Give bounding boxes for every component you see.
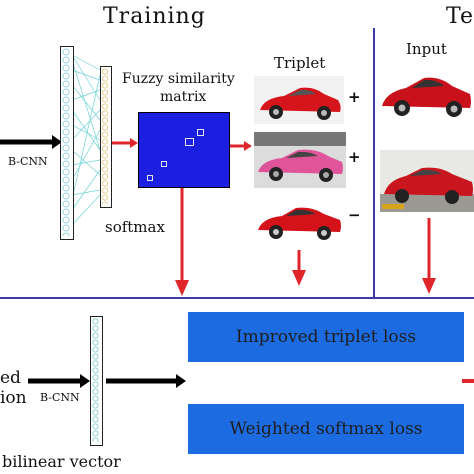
improved-triplet-loss-label: Improved triplet loss — [235, 327, 417, 347]
matrix-cell — [161, 161, 167, 167]
negative-sign: − — [348, 206, 361, 224]
testing-title: Te — [446, 4, 474, 29]
fuzzy-label-line2: matrix — [160, 89, 207, 105]
softmax-label: softmax — [105, 218, 165, 236]
left-partial-label-2: ion — [0, 388, 27, 408]
test-input-car-image-1 — [378, 66, 474, 126]
positive-sign-2: + — [348, 148, 361, 166]
bilinear-vector-neurons — [91, 318, 100, 442]
training-title: Training — [103, 4, 206, 29]
input-layer-neurons — [61, 48, 71, 236]
matrix-cell — [197, 129, 204, 136]
hidden-layer-neurons — [101, 68, 109, 204]
fc-connections — [71, 54, 101, 226]
test-input-car-image-2 — [380, 150, 474, 212]
triplet-anchor-car-image — [254, 76, 344, 124]
fuzzy-label-line1: Fuzzy similarity — [122, 71, 235, 87]
fuzzy-similarity-matrix — [138, 112, 230, 188]
triplet-negative-car-image — [254, 196, 344, 244]
bcnn-label-bottom: B-CNN — [40, 391, 80, 404]
left-partial-label-1: ed — [0, 368, 21, 388]
matrix-cell — [185, 138, 194, 146]
input-arrowhead-top — [52, 135, 62, 149]
weighted-softmax-loss-box: Weighted softmax loss — [188, 404, 464, 454]
positive-sign-1: + — [348, 88, 361, 106]
triplet-label: Triplet — [274, 54, 326, 72]
weighted-softmax-loss-label: Weighted softmax loss — [229, 419, 423, 439]
bilinear-vector-label: bilinear vector — [2, 452, 121, 471]
triplet-positive-car-image — [254, 132, 346, 188]
improved-triplet-loss-box: Improved triplet loss — [188, 312, 464, 362]
matrix-cell — [147, 175, 153, 181]
input-label: Input — [406, 40, 447, 58]
bcnn-label-top: B-CNN — [8, 155, 48, 168]
